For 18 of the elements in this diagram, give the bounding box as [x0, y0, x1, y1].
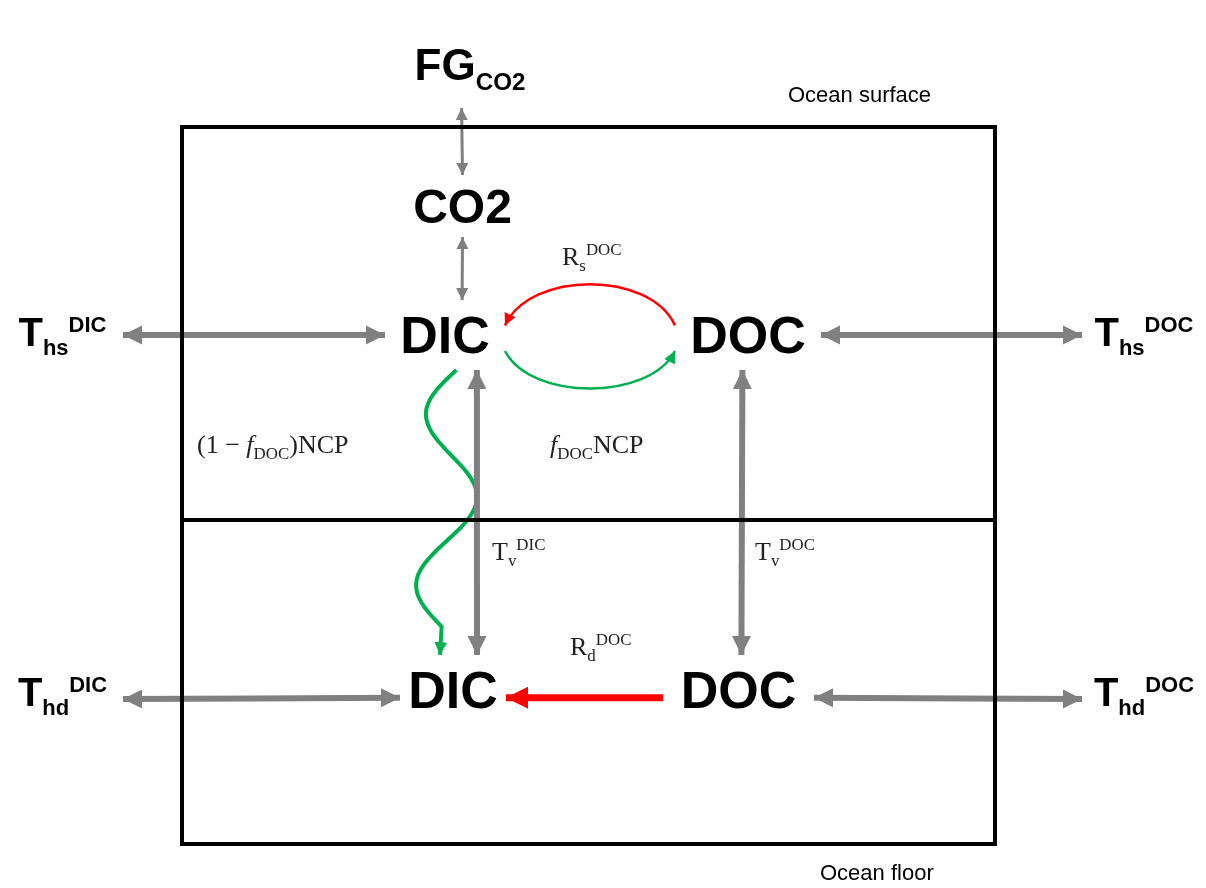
layer-caption: Ocean surface: [788, 82, 932, 108]
arrow: [456, 237, 469, 300]
arrow: [731, 370, 752, 655]
variable-label: CO2: [405, 178, 520, 234]
variable-label: DOC: [678, 303, 818, 367]
variable-label: DIC: [403, 658, 503, 722]
curved-arrow: [503, 283, 677, 327]
layer-caption: Ocean floor: [820, 860, 934, 886]
variable-label: DIC: [388, 303, 502, 367]
variable-label: DOC: [666, 658, 811, 722]
arrow: [821, 325, 1082, 345]
arrow: [455, 107, 469, 176]
arrow: [123, 325, 385, 345]
variable-label: FG$_{CO2}$: [410, 30, 530, 105]
arrow: [123, 688, 400, 709]
arrow: [814, 688, 1082, 709]
arrow: [467, 370, 487, 655]
curved-arrow: [504, 350, 676, 390]
